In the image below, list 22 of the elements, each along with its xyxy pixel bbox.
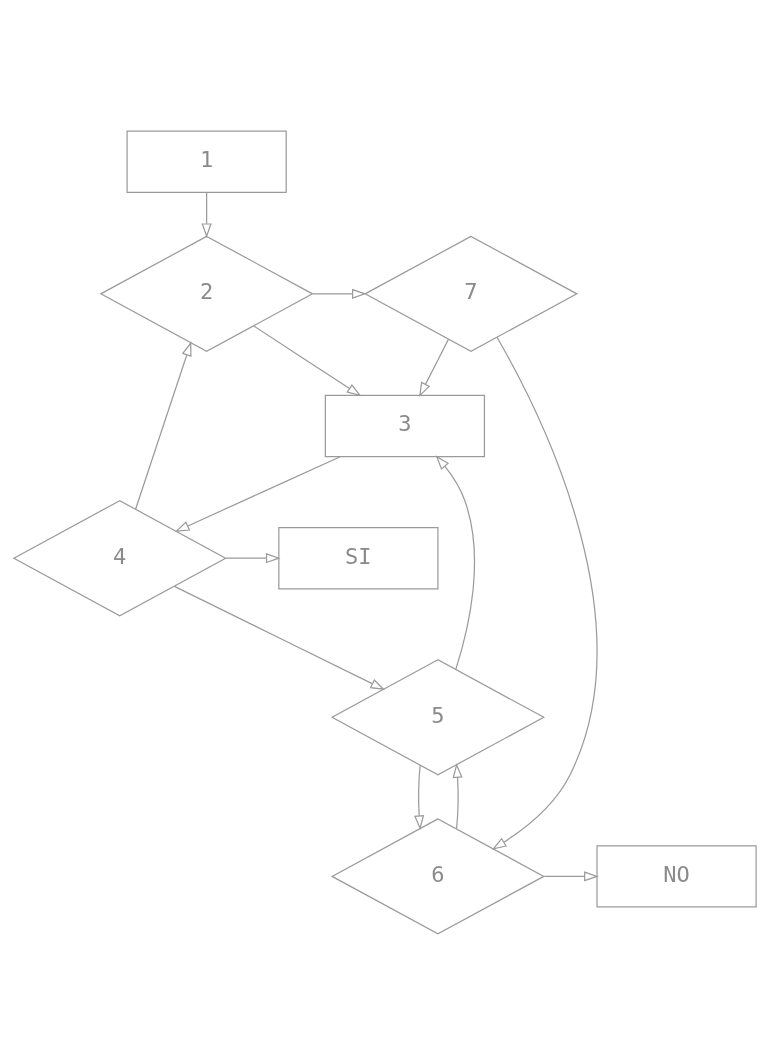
arrow (253, 325, 361, 396)
node-box: 3 (324, 394, 485, 457)
node-diamond: 2 (99, 235, 314, 352)
arrow (413, 764, 424, 830)
node-diamond: 6 (330, 817, 545, 935)
node-box: 1 (126, 130, 287, 193)
arrow (201, 191, 212, 238)
node-diamond: 7 (363, 235, 578, 352)
arrow (418, 338, 449, 397)
node-box: SI (277, 526, 439, 589)
arrow (134, 340, 192, 510)
arrow (174, 455, 341, 532)
arrow (451, 762, 463, 829)
node-diamond: 4 (12, 499, 227, 616)
arrow (311, 288, 367, 299)
arrow (435, 454, 475, 670)
arrow (491, 336, 598, 850)
arrow (543, 870, 599, 881)
node-diamond: 5 (330, 658, 545, 775)
node-box: NO (595, 844, 757, 908)
arrow (224, 552, 281, 563)
arrow (173, 585, 385, 690)
